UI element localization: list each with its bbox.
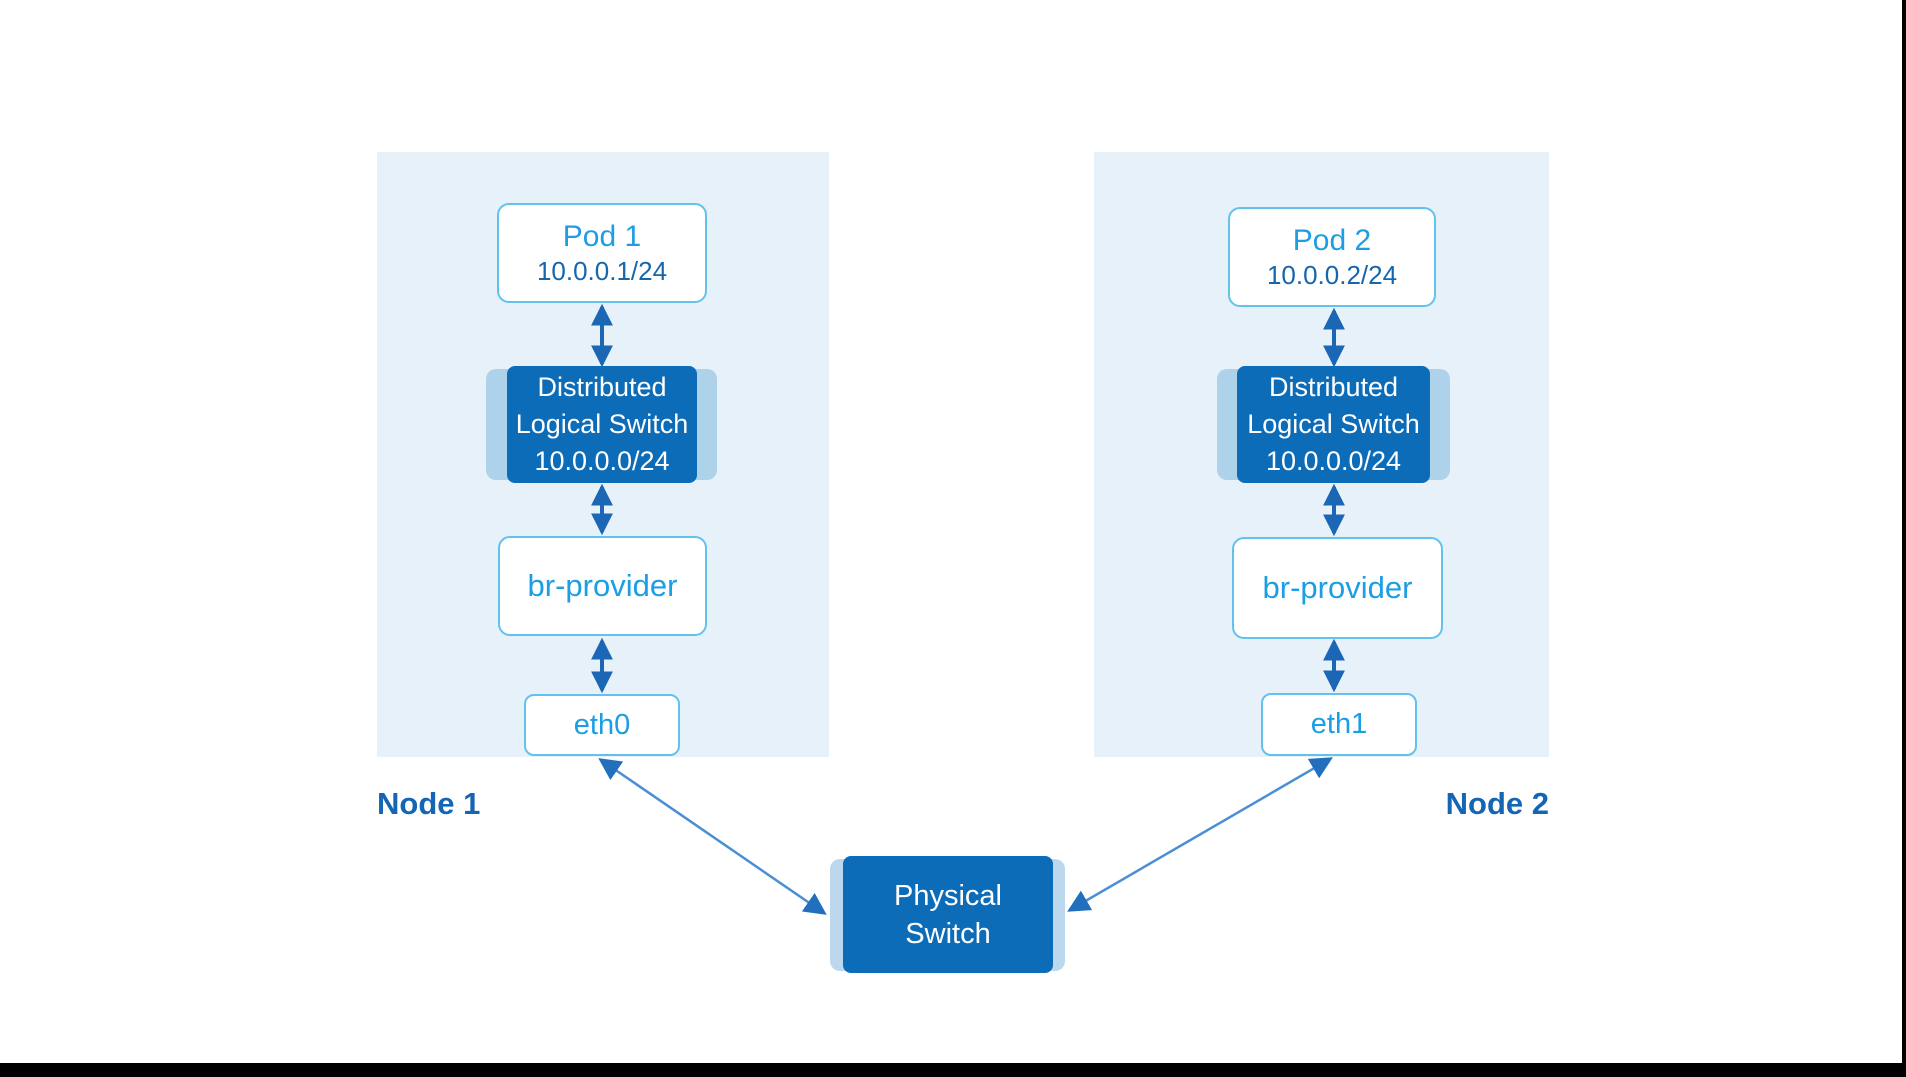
- br-provider1-label: br-provider: [527, 568, 678, 603]
- dls2-line2: Logical Switch: [1247, 409, 1420, 439]
- pod2-box: Pod 2 10.0.0.2/24: [1228, 207, 1436, 307]
- br-provider2-box: br-provider: [1232, 537, 1443, 639]
- pod1-ip: 10.0.0.1/24: [536, 256, 668, 286]
- physical-switch-line2: Switch: [905, 917, 991, 950]
- dls1-subnet: 10.0.0.0/24: [534, 446, 670, 476]
- node2-label: Node 2: [1445, 786, 1549, 821]
- dls2-subnet: 10.0.0.0/24: [1265, 446, 1402, 476]
- eth1-box: eth1: [1261, 693, 1417, 756]
- pod1-box: Pod 1 10.0.0.1/24: [497, 203, 707, 303]
- physical-switch-box: Physical Switch: [843, 856, 1053, 973]
- br-provider2-label: br-provider: [1262, 570, 1413, 605]
- br-provider1-box: br-provider: [498, 536, 707, 636]
- arrow-eth0-physical-switch: [598, 758, 827, 915]
- pod2-ip: 10.0.0.2/24: [1266, 260, 1398, 290]
- arrow-eth1-physical-switch: [1067, 757, 1333, 912]
- pod1-name: Pod 1: [562, 220, 642, 253]
- dls1-line2: Logical Switch: [515, 409, 689, 439]
- dls1-box: Distributed Logical Switch 10.0.0.0/24: [507, 366, 697, 483]
- physical-switch-line1: Physical: [894, 879, 1002, 912]
- pod2-name: Pod 2: [1292, 224, 1372, 257]
- dls2-box: Distributed Logical Switch 10.0.0.0/24: [1237, 366, 1430, 483]
- screen-edge-bottom: [0, 1063, 1906, 1077]
- screen-edge-right: [1902, 0, 1906, 1077]
- eth0-box: eth0: [524, 694, 680, 756]
- eth0-label: eth0: [573, 708, 631, 741]
- dls2-line1: Distributed: [1268, 372, 1399, 402]
- eth1-label: eth1: [1310, 708, 1368, 740]
- dls1-line1: Distributed: [537, 372, 667, 402]
- node1-label: Node 1: [377, 786, 481, 821]
